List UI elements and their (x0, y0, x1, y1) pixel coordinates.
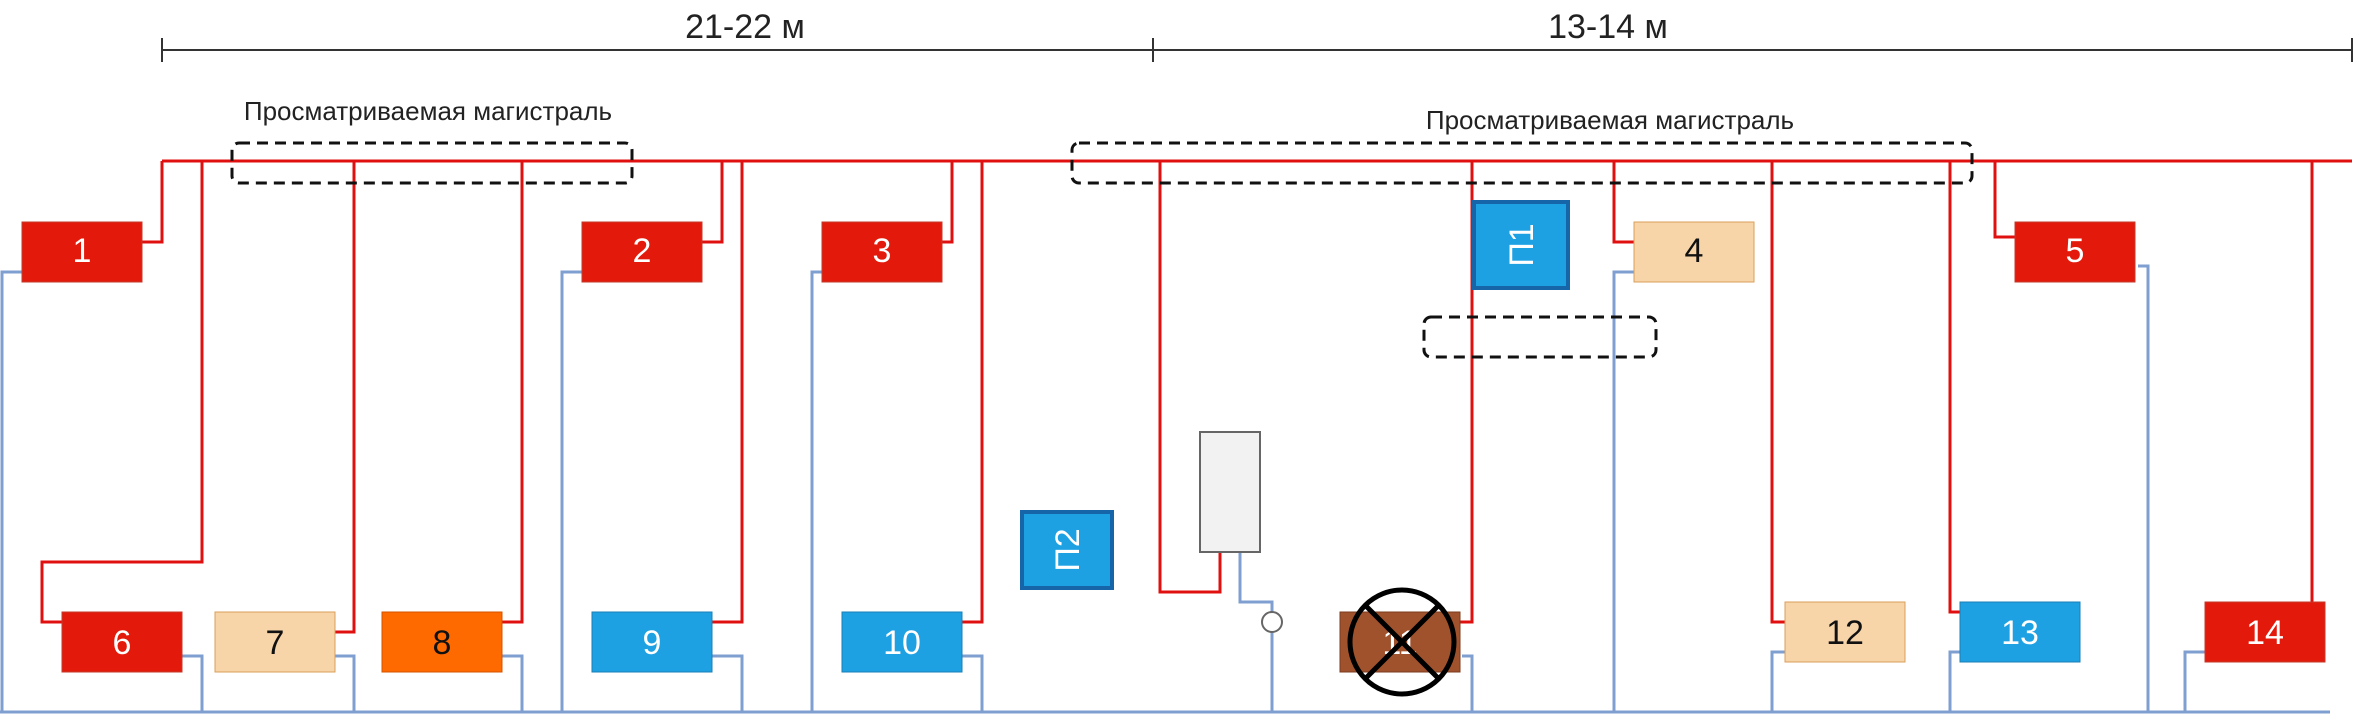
unit-label: П1 (1503, 223, 1541, 266)
radiator-label: 9 (643, 624, 662, 662)
radiator-label: 6 (113, 624, 132, 662)
radiator-label: 3 (873, 232, 892, 270)
unit-p2[interactable]: П2 (1020, 510, 1114, 590)
pump-icon (1261, 611, 1283, 633)
radiator-label: 1 (73, 232, 92, 270)
radiator-3[interactable]: 3 (821, 221, 943, 283)
radiator-7[interactable]: 7 (214, 611, 336, 673)
main-line-label-left: Просматриваемая магистраль (244, 96, 612, 126)
radiator-9[interactable]: 9 (591, 611, 713, 673)
dimension-right-label: 13-14 м (1548, 8, 1668, 46)
radiator-12[interactable]: 12 (1784, 601, 1906, 663)
radiator-label: 13 (2001, 614, 2039, 652)
unit-label: П2 (1049, 528, 1087, 571)
boiler (1199, 431, 1261, 553)
radiator-label: 8 (433, 624, 452, 662)
radiator-label: 14 (2246, 614, 2284, 652)
radiator-1[interactable]: 1 (21, 221, 143, 283)
radiator-label: 2 (633, 232, 652, 270)
inspection-zone-p1 (1422, 315, 1658, 359)
radiator-label: 4 (1685, 232, 1704, 270)
radiator-label: 5 (2066, 232, 2085, 270)
inspection-zone-left (230, 141, 634, 185)
main-line-label-right: Просматриваемая магистраль (1426, 105, 1794, 135)
radiator-14[interactable]: 14 (2204, 601, 2326, 663)
radiator-label: 7 (266, 624, 285, 662)
radiator-8[interactable]: 8 (381, 611, 503, 673)
radiator-2[interactable]: 2 (581, 221, 703, 283)
radiator-6[interactable]: 6 (61, 611, 183, 673)
dimension-line (161, 38, 2353, 62)
radiator-label: 10 (883, 624, 921, 662)
radiator-label: 12 (1826, 614, 1864, 652)
radiator-4[interactable]: 4 (1633, 221, 1755, 283)
supply-pipes (40, 159, 2352, 634)
unit-p1[interactable]: П1 (1472, 200, 1570, 290)
disabled-cross-icon (1347, 587, 1457, 697)
radiator-10[interactable]: 10 (841, 611, 963, 673)
inspection-zones (230, 141, 1974, 359)
radiator-5[interactable]: 5 (2014, 221, 2136, 283)
dimension-left-label: 21-22 м (685, 8, 805, 46)
radiator-11[interactable]: 11 (1339, 587, 1461, 697)
radiator-13[interactable]: 13 (1959, 601, 2081, 663)
return-pipes (0, 264, 2330, 714)
inspection-zone-right (1070, 141, 1974, 185)
